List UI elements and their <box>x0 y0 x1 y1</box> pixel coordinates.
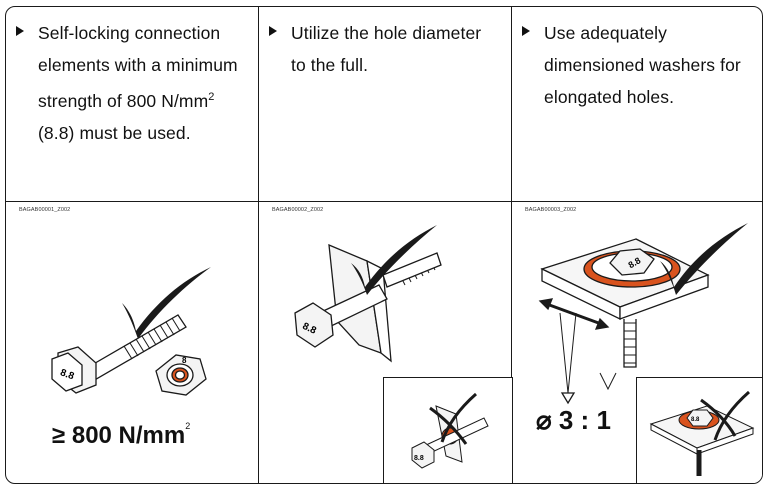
text-line: (8.8) must be used. <box>38 123 191 143</box>
bolt-marking: 8.8 <box>691 417 700 423</box>
text-line: strength of 800 N/mm2 <box>38 91 215 111</box>
ratio-label: ⌀ 3 : 1 <box>536 405 611 435</box>
text-line: to the full. <box>291 55 369 75</box>
washer-illustration: 8.8 <box>538 223 748 405</box>
figure-code: BAGAB00003_Z002 <box>525 207 577 213</box>
inset-wrong-example: 8.8 <box>383 377 513 483</box>
cross-mark-icon <box>429 392 477 445</box>
strength-label: ≥ 800 N/mm2 <box>52 421 191 449</box>
text-line: Use adequately <box>544 23 668 43</box>
bolt-and-nut-illustration: 8.8 8 <box>51 267 211 396</box>
nut-marking: 8 <box>182 356 187 365</box>
column-divider <box>511 7 513 483</box>
cross-mark-icon <box>700 390 750 441</box>
text-line: elements with a minimum <box>38 55 238 75</box>
text-line: Self-locking connection <box>38 23 221 43</box>
bolt-marking: 8.8 <box>301 321 319 337</box>
text-line: Utilize the hole diameter <box>291 23 482 43</box>
instruction-table: Self-locking connection elements with a … <box>5 6 763 484</box>
figure-code: BAGAB00002_Z002 <box>272 207 324 213</box>
figure-code: BAGAB00001_Z002 <box>19 207 71 213</box>
column-divider <box>258 7 260 483</box>
wrong-example-illustration: 8.8 <box>411 392 489 469</box>
instruction-text-2: Utilize the hole diameter to the full. <box>269 17 504 81</box>
check-mark-icon <box>351 225 437 295</box>
wrong-washer-illustration: 8.8 <box>649 390 755 476</box>
bolt-marking: 8.8 <box>414 455 424 462</box>
instruction-text-3: Use adequately dimensioned washers for e… <box>522 17 757 113</box>
row-divider <box>6 201 762 203</box>
text-line: dimensioned washers for <box>544 55 741 75</box>
inset-wrong-example: 8.8 <box>636 377 762 483</box>
check-mark-icon <box>660 223 748 295</box>
bolt-marking: 8.8 <box>59 367 76 382</box>
bullet-arrow-icon <box>522 26 530 36</box>
check-mark-icon <box>122 267 211 339</box>
hole-diameter-illustration: 8.8 <box>294 225 442 363</box>
text-line: elongated holes. <box>544 87 675 107</box>
instruction-text-1: Self-locking connection elements with a … <box>16 17 251 149</box>
bullet-arrow-icon <box>269 26 277 36</box>
bullet-arrow-icon <box>16 26 24 36</box>
